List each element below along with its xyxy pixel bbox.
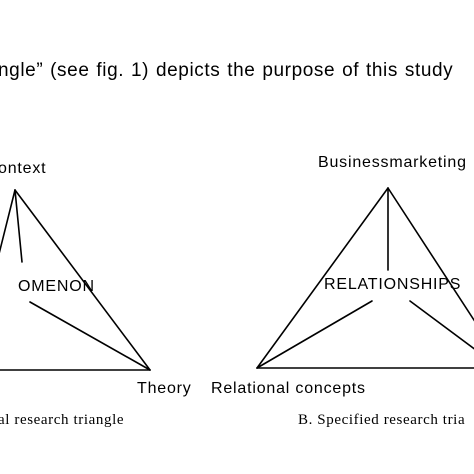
diagram-a-caption: al research triangle <box>0 412 125 428</box>
diagram-b-left-edge <box>256 187 389 369</box>
diagram-a-spoke-right <box>29 301 151 371</box>
diagram-a-right-edge <box>14 189 151 371</box>
diagram-b-spoke-right <box>409 300 474 350</box>
intro-text: ngle” (see fig. 1) depicts the purpose o… <box>0 60 454 81</box>
diagram-a-left-edge <box>0 189 16 254</box>
diagram-b-caption: B. Specified research tria <box>298 412 466 428</box>
diagram-a-center-label: OMENON <box>18 278 95 295</box>
diagram-a-right-label: Theory <box>137 380 192 397</box>
diagram-b-center-label: RELATIONSHIPS <box>324 276 462 293</box>
diagram-b-top-label: Businessmarketing <box>318 154 467 171</box>
diagram-a-top-label: ontext <box>0 160 47 177</box>
diagram-b-left-label: Relational concepts <box>211 380 366 397</box>
diagram-b-lines <box>256 187 474 369</box>
diagram-b-spoke-left <box>256 300 373 369</box>
diagram-a-spoke-top <box>14 189 23 263</box>
diagram-b-right-edge <box>387 187 474 322</box>
diagram-a-lines <box>0 189 151 371</box>
